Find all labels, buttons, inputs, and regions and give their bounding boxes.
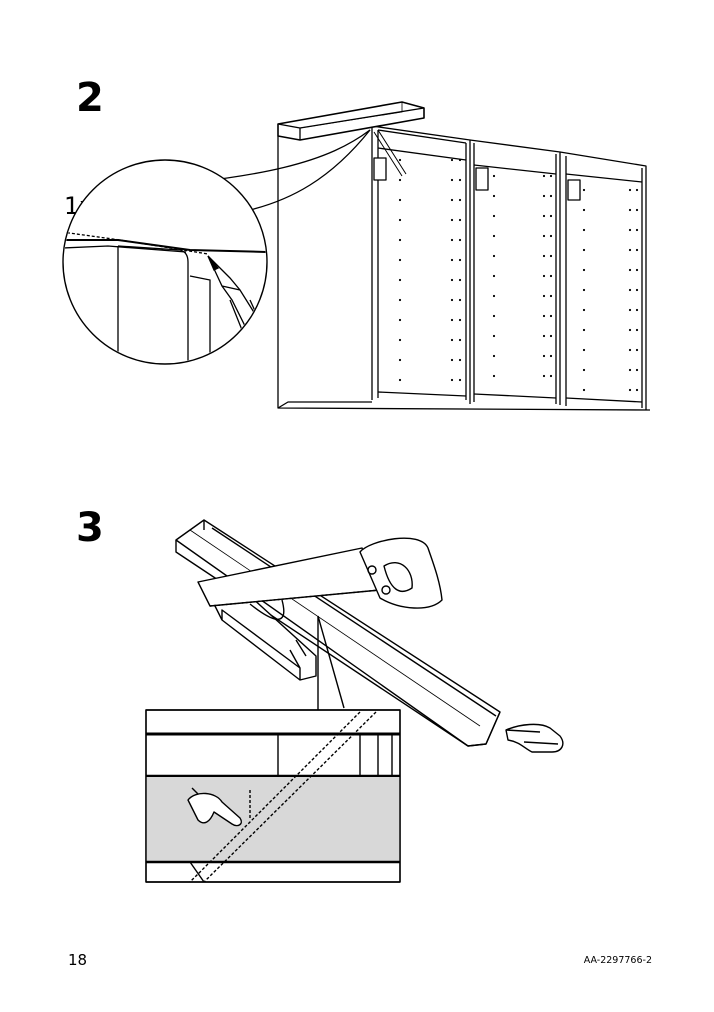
step-number-3: 3 (76, 505, 104, 551)
hole-row (398, 158, 639, 392)
page-number: 18 (68, 951, 88, 969)
document-code: AA-2297766-2 (583, 955, 652, 966)
step-number-2: 2 (76, 75, 104, 121)
